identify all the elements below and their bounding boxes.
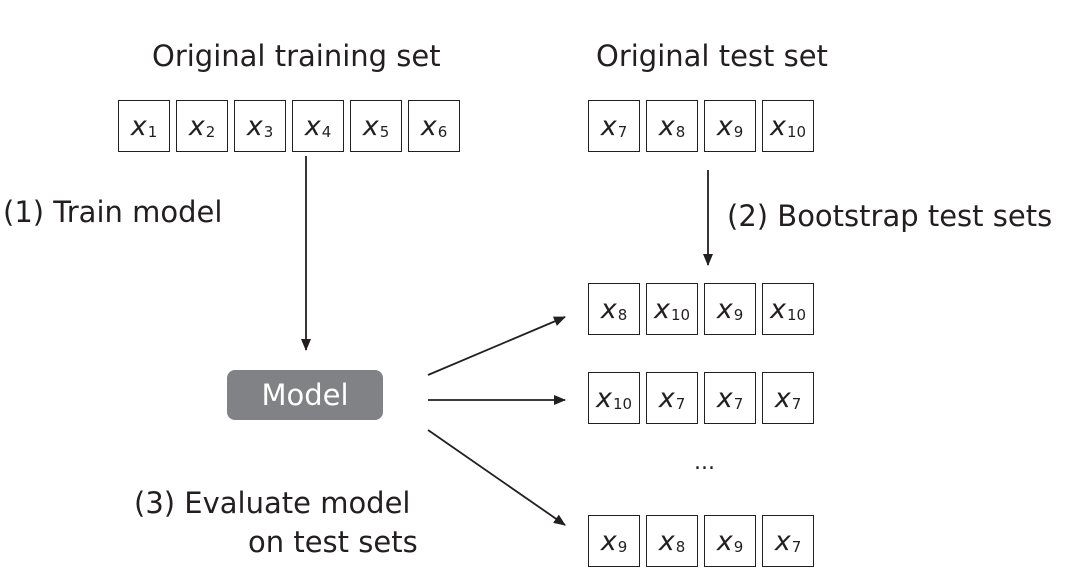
cell-index: 8 — [675, 538, 686, 556]
cell-symbol: x — [600, 525, 617, 557]
cell-index: 9 — [617, 538, 628, 556]
cell-index: 8 — [617, 306, 628, 324]
evaluate-arrow-3 — [427, 429, 566, 526]
cell-symbol: x — [716, 110, 733, 142]
cell-index: 9 — [733, 123, 744, 141]
cell-index: 7 — [791, 538, 802, 556]
cell-symbol: x — [716, 293, 733, 325]
test-set-title: Original test set — [596, 39, 828, 73]
cell-symbol: x — [653, 293, 670, 325]
cell-symbol: x — [774, 382, 791, 414]
cell-index: 10 — [786, 123, 807, 141]
cell-index: 1 — [147, 123, 158, 141]
cell-index: 7 — [733, 395, 744, 413]
train-model-step-label: (1) Train model — [3, 195, 223, 229]
evaluate-arrow-1 — [427, 316, 566, 376]
cell-symbol: x — [130, 110, 147, 142]
cell-symbol: x — [716, 382, 733, 414]
cell-symbol: x — [600, 110, 617, 142]
cell-index: 6 — [437, 123, 448, 141]
model-label: Model — [261, 378, 349, 412]
cell-index: 9 — [733, 538, 744, 556]
cell-index: 2 — [205, 123, 216, 141]
cell-symbol: x — [769, 110, 786, 142]
cell-index: 7 — [791, 395, 802, 413]
cell-symbol: x — [362, 110, 379, 142]
cell-symbol: x — [595, 382, 612, 414]
cell-symbol: x — [658, 525, 675, 557]
cell-index: 5 — [379, 123, 390, 141]
cell-symbol: x — [658, 382, 675, 414]
cell-index: 4 — [321, 123, 332, 141]
cell-symbol: x — [716, 525, 733, 557]
cell-index: 9 — [733, 306, 744, 324]
cell-symbol: x — [188, 110, 205, 142]
cell-symbol: x — [304, 110, 321, 142]
evaluate-step-label-line2: on test sets — [248, 525, 418, 559]
bootstrap-step-label: (2) Bootstrap test sets — [727, 199, 1053, 233]
cell-symbol: x — [600, 293, 617, 325]
cell-index: 8 — [675, 123, 686, 141]
cell-index: 3 — [263, 123, 274, 141]
cell-symbol: x — [246, 110, 263, 142]
cell-index: 10 — [786, 306, 807, 324]
ellipsis: ... — [694, 450, 715, 475]
cell-symbol: x — [774, 525, 791, 557]
cell-symbol: x — [420, 110, 437, 142]
cell-index: 7 — [617, 123, 628, 141]
cell-symbol: x — [658, 110, 675, 142]
cell-index: 10 — [670, 306, 691, 324]
cell-index: 7 — [675, 395, 686, 413]
model-box: Model — [227, 370, 383, 420]
cell-symbol: x — [769, 293, 786, 325]
cell-index: 10 — [612, 395, 633, 413]
training-set-title: Original training set — [152, 39, 441, 73]
evaluate-step-label-line1: (3) Evaluate model — [134, 486, 411, 520]
